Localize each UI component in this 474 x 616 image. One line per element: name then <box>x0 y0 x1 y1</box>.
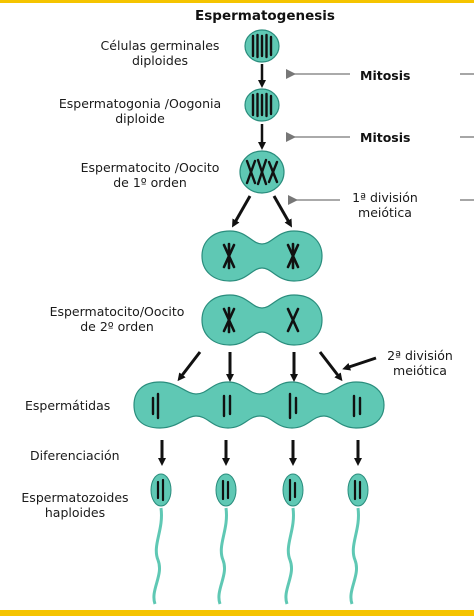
chromosomes-meiosis1 <box>222 242 300 270</box>
label-espermatozoides: Espermatozoides haploides <box>10 490 140 520</box>
arrow-meiosis1-right <box>272 195 292 228</box>
chromosomes-espermatogonia <box>251 92 273 118</box>
label-espermatozoides-line2: haploides <box>44 505 106 520</box>
label-espermatocito-2: Espermatocito/Oocito de 2º orden <box>32 304 202 334</box>
pointer-meiosis-2 <box>342 356 377 371</box>
cell-espermatidas-body <box>133 381 385 429</box>
label-meiosis-1-line1: 1ª división <box>352 190 418 205</box>
label-espermatocito-2-line2: de 2º orden <box>80 319 154 334</box>
cell-espermatocito-2 <box>201 294 323 346</box>
label-espermatocito-2-line1: Espermatocito/Oocito <box>49 304 185 319</box>
espermatozoide-3-chromosomes <box>288 478 297 502</box>
cell-espermatidas <box>133 381 385 429</box>
arrow-meiosis1-left <box>232 195 252 228</box>
label-meiosis-2-line1: 2ª división <box>387 348 453 363</box>
arrow-meiosis2-4 <box>318 351 343 382</box>
cell-espermatogonia <box>244 88 280 122</box>
bottom-border-bar <box>0 610 474 616</box>
chromosomes-espermatidas <box>151 392 362 420</box>
label-mitosis-2: Mitosis <box>360 130 411 145</box>
cell-espermatocito-2-body <box>201 294 323 346</box>
arrow-meiosis2-1 <box>177 351 202 382</box>
label-meiosis-2-line2: meiótica <box>393 363 447 378</box>
label-espermatogonia-line2: diploide <box>115 111 165 126</box>
espermatozoide-2 <box>215 473 237 605</box>
label-espermatocito-1-line2: de 1º orden <box>113 175 187 190</box>
espermatozoide-3 <box>282 473 304 605</box>
espermatozoide-4-chromosomes <box>353 479 362 501</box>
label-meiosis-2: 2ª división meiótica <box>370 348 470 378</box>
espermatozoide-3-tail <box>284 507 295 605</box>
label-mitosis-1: Mitosis <box>360 68 411 83</box>
label-germinal: Células germinales diploides <box>90 38 230 68</box>
label-espermatogonia-line1: Espermatogonia /Oogonia <box>58 96 222 111</box>
diagram-title: Espermatogenesis <box>195 8 335 24</box>
label-germinal-line1: Células germinales <box>100 38 220 53</box>
label-meiosis-1: 1ª división meiótica <box>335 190 435 220</box>
espermatozoide-1 <box>150 473 172 605</box>
espermatozoide-2-head <box>215 473 237 507</box>
chromosomes-germinal <box>251 33 273 59</box>
espermatozoide-4-head <box>347 473 369 507</box>
espermatozoide-2-tail <box>217 507 228 605</box>
label-espermatidas: Espermátidas <box>25 398 111 413</box>
chromosomes-espermatocito-2 <box>222 306 300 334</box>
label-germinal-line2: diploides <box>131 53 189 68</box>
espermatozoide-2-chromosomes <box>221 479 230 501</box>
label-espermatogonia: Espermatogonia /Oogonia diploide <box>40 96 240 126</box>
label-espermatozoides-line1: Espermatozoides <box>21 490 129 505</box>
label-espermatocito-1-line1: Espermatocito /Oocito <box>80 160 220 175</box>
chromosomes-espermatocito-1 <box>245 158 279 186</box>
cell-germinal <box>244 29 280 63</box>
cell-meiosis1-dividing <box>201 230 323 282</box>
espermatozoide-4 <box>347 473 369 605</box>
espermatozoide-1-head <box>150 473 172 507</box>
cell-meiosis1-body <box>201 230 323 282</box>
label-espermatocito-1: Espermatocito /Oocito de 1º orden <box>60 160 240 190</box>
espermatozoide-4-tail <box>349 507 360 605</box>
label-meiosis-1-line2: meiótica <box>358 205 412 220</box>
espermatozoide-3-head <box>282 473 304 507</box>
espermatozoide-1-tail <box>152 507 163 605</box>
espermatozoide-1-chromosomes <box>156 478 165 502</box>
cell-espermatocito-1 <box>239 150 285 194</box>
top-border-bar <box>0 0 474 3</box>
label-diferenciacion: Diferenciación <box>30 448 120 463</box>
